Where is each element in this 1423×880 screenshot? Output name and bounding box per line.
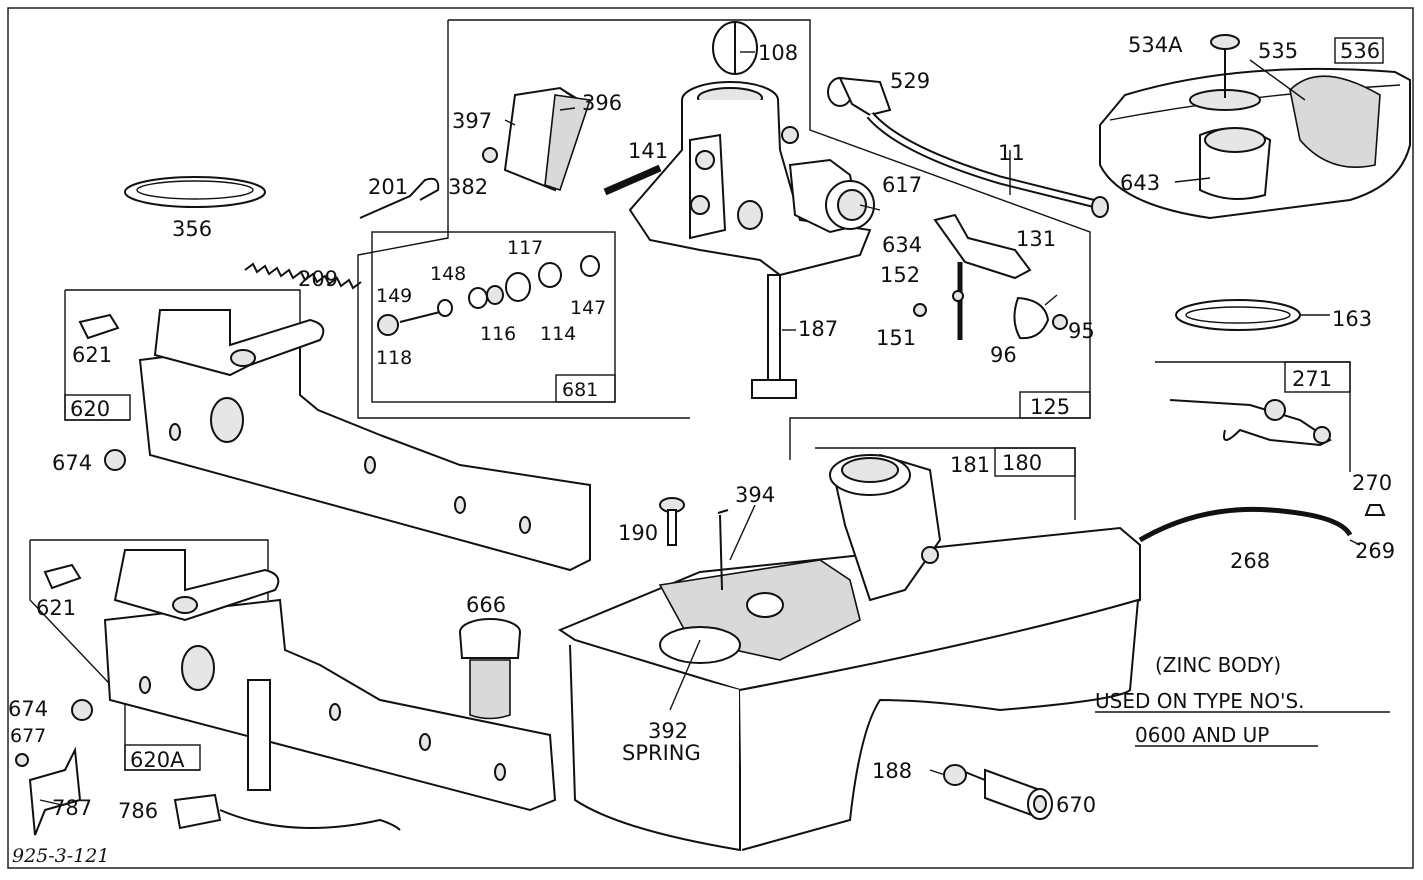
label-117: 117 <box>507 237 543 259</box>
label-394: 394 <box>735 483 775 507</box>
label-529: 529 <box>890 69 930 93</box>
label-95: 95 <box>1068 319 1095 343</box>
carburetor-body <box>628 81 875 277</box>
label-617: 617 <box>882 173 922 197</box>
needle-valve-parts-681 <box>377 255 600 336</box>
screw-674b <box>71 699 93 721</box>
label-190: 190 <box>618 521 658 545</box>
leader-lines <box>39 51 1361 806</box>
drawing-number: 925-3-121 <box>12 845 109 867</box>
label-187: 187 <box>798 317 838 341</box>
label-188: 188 <box>872 759 912 783</box>
note-range: 0600 AND UP <box>1135 723 1269 747</box>
screw-190 <box>659 497 685 546</box>
label-209: 209 <box>298 267 338 291</box>
label-674-lower: 674 <box>8 697 48 721</box>
label-666: 666 <box>466 593 506 617</box>
stop-switch-786 <box>173 793 401 831</box>
nut-270 <box>1364 504 1386 516</box>
carburetor-group-outline <box>357 19 1091 460</box>
label-147: 147 <box>570 297 606 319</box>
label-621-upper: 621 <box>72 343 112 367</box>
label-392-spring: SPRING <box>622 741 701 765</box>
label-681: 681 <box>562 379 598 401</box>
label-621-lower: 621 <box>36 596 76 620</box>
gasket-163 <box>1175 299 1301 331</box>
fuel-pipe-11 <box>827 76 1109 218</box>
control-271 <box>1155 361 1351 472</box>
label-116: 116 <box>480 323 516 345</box>
label-620: 620 <box>70 397 110 421</box>
choke-131 <box>913 213 1068 340</box>
drawing-frame <box>7 7 1414 869</box>
label-152: 152 <box>880 263 920 287</box>
label-163: 163 <box>1332 307 1372 331</box>
label-643: 643 <box>1120 171 1160 195</box>
fuel-cap-666 <box>459 618 521 720</box>
label-677: 677 <box>10 725 46 747</box>
label-397: 397 <box>452 109 492 133</box>
label-148: 148 <box>430 263 466 285</box>
label-534a: 534A <box>1128 33 1183 57</box>
float-396 <box>482 86 592 192</box>
cord-268 <box>1138 506 1353 543</box>
label-670: 670 <box>1056 793 1096 817</box>
label-382: 382 <box>448 175 488 199</box>
label-269: 269 <box>1355 539 1395 563</box>
fuel-tank-180 <box>557 447 1141 852</box>
label-674-upper: 674 <box>52 451 92 475</box>
label-392: 392 <box>648 719 688 743</box>
label-181: 181 <box>950 453 990 477</box>
box-681 <box>555 374 616 403</box>
label-149: 149 <box>376 285 412 307</box>
note-used-on: USED ON TYPE NO'S. <box>1095 689 1305 713</box>
label-271: 271 <box>1292 367 1332 391</box>
pin-141 <box>603 164 662 196</box>
label-180: 180 <box>1002 451 1042 475</box>
screw-677 <box>15 753 29 767</box>
group-681-outline <box>371 231 616 403</box>
bowl-nut-187 <box>751 274 797 399</box>
link-201 <box>359 177 440 219</box>
label-535: 535 <box>1258 39 1298 63</box>
label-125: 125 <box>1030 395 1070 419</box>
label-620a: 620A <box>130 748 185 772</box>
label-356: 356 <box>172 217 212 241</box>
label-141: 141 <box>628 139 668 163</box>
notes: (ZINC BODY) USED ON TYPE NO'S. 0600 AND … <box>1095 653 1390 747</box>
control-plate-620a <box>29 539 557 812</box>
label-151: 151 <box>876 326 916 350</box>
box-125 <box>1019 391 1091 419</box>
label-131: 131 <box>1016 227 1056 251</box>
label-114: 114 <box>540 323 576 345</box>
label-270: 270 <box>1352 471 1392 495</box>
filter-670 <box>943 764 1053 820</box>
label-396: 396 <box>582 91 622 115</box>
spring-209 <box>244 262 362 290</box>
label-787: 787 <box>52 796 92 820</box>
part-labels: 534A 535 536 643 108 529 11 396 397 141 … <box>8 33 1395 823</box>
throttle-108 <box>712 21 758 75</box>
air-cleaner-assembly <box>1099 34 1411 220</box>
label-118: 118 <box>376 347 412 369</box>
ring-356 <box>124 176 266 208</box>
control-plate-620 <box>64 289 591 572</box>
label-108: 108 <box>758 41 798 65</box>
note-zinc-body: (ZINC BODY) <box>1155 653 1281 677</box>
label-536: 536 <box>1340 39 1380 63</box>
label-634: 634 <box>882 233 922 257</box>
label-201: 201 <box>368 175 408 199</box>
bracket-787 <box>28 746 82 836</box>
screw-674a <box>104 449 126 471</box>
label-786: 786 <box>118 799 158 823</box>
label-96: 96 <box>990 343 1017 367</box>
label-268: 268 <box>1230 549 1270 573</box>
label-11: 11 <box>998 141 1025 165</box>
